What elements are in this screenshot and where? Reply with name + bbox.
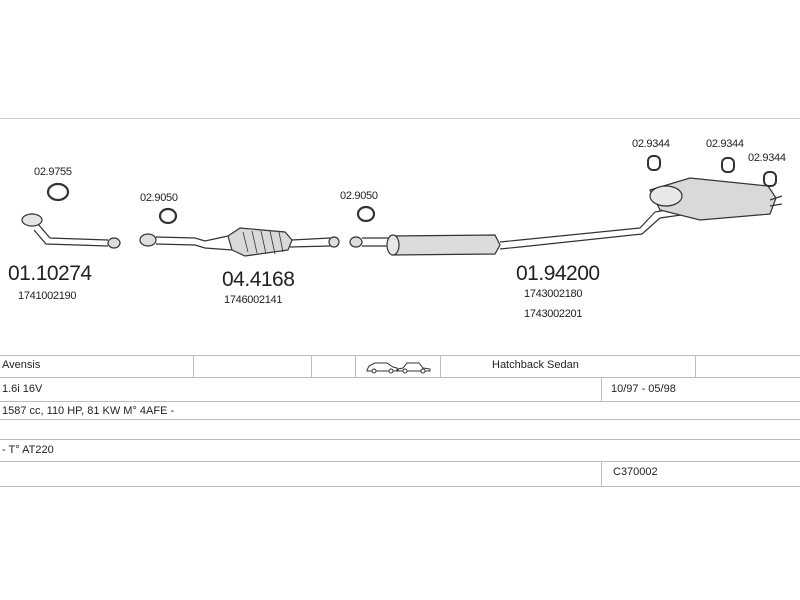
- catalyst-section: [139, 227, 340, 257]
- top-border: [0, 118, 800, 119]
- hanger-rubber: [647, 155, 661, 171]
- hanger-label: 02.9344: [706, 138, 744, 150]
- hanger-label: 02.9344: [748, 152, 786, 164]
- table-row: 1.6i 16V 10/97 - 05/98: [0, 377, 800, 402]
- type-code-cell: - T° AT220: [2, 444, 54, 456]
- years-cell: 10/97 - 05/98: [611, 383, 676, 395]
- part-group-number: 01.94200: [516, 262, 600, 285]
- gasket-ring: [356, 205, 376, 223]
- body-type-cell: Hatchback Sedan: [492, 359, 579, 371]
- table-row: C370002: [0, 461, 800, 487]
- spec-cell: 1587 cc, 110 HP, 81 KW M° 4AFE -: [2, 405, 175, 417]
- vehicle-info-table: Avensis Hatchback Sedan 1.6i 16V 10/97 -…: [0, 355, 800, 487]
- rear-section: [349, 177, 783, 256]
- table-row: [0, 419, 800, 440]
- part-group-number: 04.4168: [222, 268, 295, 291]
- hatchback-car-icon: [366, 362, 398, 374]
- model-cell: Avensis: [2, 359, 41, 371]
- gasket-label: 02.9050: [340, 190, 378, 202]
- engine-cell: 1.6i 16V: [2, 383, 43, 395]
- table-row: 1587 cc, 110 HP, 81 KW M° 4AFE -: [0, 401, 800, 420]
- gasket-ring: [158, 207, 178, 225]
- table-row: Avensis Hatchback Sedan: [0, 355, 800, 378]
- part-code: 1743002201: [524, 308, 583, 320]
- front-pipe: [21, 213, 121, 249]
- table-row: - T° AT220: [0, 439, 800, 462]
- part-group-number: 01.10274: [8, 262, 92, 285]
- sedan-car-icon: [397, 362, 431, 374]
- gasket-ring: [46, 182, 70, 202]
- part-code: 1743002180: [524, 288, 583, 300]
- part-code: 1741002190: [18, 290, 77, 302]
- gasket-label: 02.9755: [34, 166, 72, 178]
- hanger-label: 02.9344: [632, 138, 670, 150]
- hanger-rubber: [721, 157, 735, 173]
- gasket-label: 02.9050: [140, 192, 178, 204]
- reference-cell: C370002: [613, 466, 658, 478]
- hanger-rubber: [763, 171, 777, 187]
- part-code: 1746002141: [224, 294, 283, 306]
- exhaust-diagram: [21, 155, 783, 257]
